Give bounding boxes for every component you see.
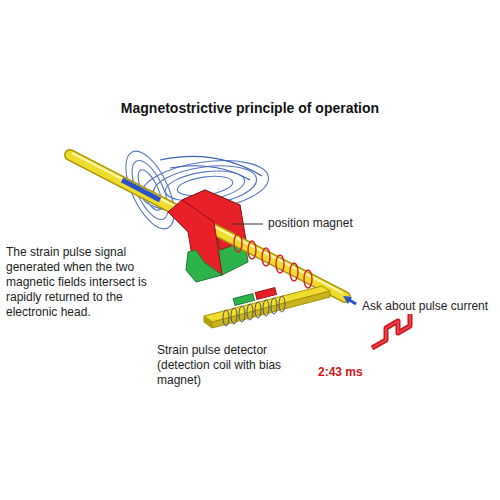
note-text: The strain pulse signal generated when t… (6, 245, 158, 320)
part-label: Strain pulse detector (detection coil wi… (157, 343, 289, 388)
diagram-title: Magnetostrictive principle of operation (0, 99, 500, 117)
part-label: position magnet (268, 216, 353, 231)
time-value: 2:43 ms (318, 365, 363, 380)
note-text: Ask about pulse current (362, 299, 488, 314)
